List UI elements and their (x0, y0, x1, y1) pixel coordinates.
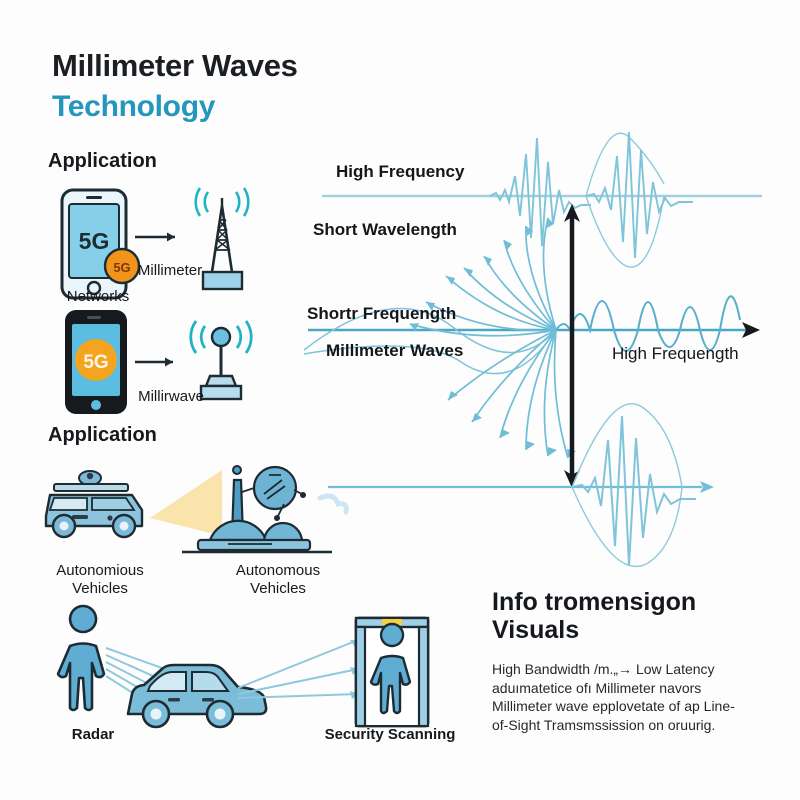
vehicles-panel (32, 458, 362, 568)
info-body-text: High Bandwidth /m.„→ Low Latency aduımat… (492, 661, 735, 733)
section-heading-application-2: Application (48, 424, 157, 446)
network-panel: 5G 5G (40, 180, 300, 430)
5g-badge-icon: 5G (103, 247, 141, 285)
bottom-envelope-lower (571, 486, 683, 568)
autonomous-car-icon (44, 470, 144, 539)
security-scanner-icon (354, 616, 430, 728)
security-scanning-label: Security Scanning (324, 726, 456, 743)
arrow-phone-to-tower-top-icon (135, 232, 175, 242)
tower-top-label: Millimeter (137, 262, 203, 279)
radar-security-panel (40, 604, 460, 735)
section-heading-application-1: Application (48, 150, 157, 172)
long-wavelength-curve-2 (303, 329, 557, 375)
radar-label: Radar (71, 726, 115, 743)
label-millimeter-waves: Millimeter Waves (326, 341, 464, 360)
radar-station-icon (182, 465, 349, 554)
svg-text:5G: 5G (79, 228, 110, 254)
autonomous-left-line1: Autonomious (56, 562, 144, 579)
sensor-beam-icon (150, 470, 222, 536)
tower-bottom-label: Millirwave (138, 388, 204, 405)
tower-lattice-icon (194, 187, 250, 291)
wave-diagram-chart (290, 110, 790, 568)
long-wavelength-curve-1 (303, 307, 557, 354)
autonomous-right-line2: Vehicles (250, 579, 306, 597)
fan-arrows-group (409, 217, 569, 459)
label-high-frequency: High Frequency (336, 162, 465, 181)
svg-text:5G: 5G (113, 260, 130, 275)
label-axis-high-frequength: High Frequength (612, 344, 739, 363)
autonomous-vehicles-left-label: Autonomious Vehicles (30, 562, 170, 597)
label-short-wavelength: Short Wavelength (313, 220, 457, 239)
arrow-phone-to-tower-bottom-icon (135, 357, 173, 367)
tower-antenna-icon (189, 320, 253, 401)
page-subtitle: Technology (52, 90, 216, 123)
autonomous-right-line1: Autonomous (235, 562, 321, 579)
vertical-axis-arrow (564, 204, 580, 488)
svg-text:5G: 5G (83, 352, 108, 373)
top-envelope-lower (585, 195, 665, 268)
person-radar-icon (56, 604, 106, 712)
autonomous-left-line2: Vehicles (72, 579, 128, 597)
label-shortr-frequength: Shortr Frequength (307, 304, 457, 323)
autonomous-vehicles-right-label: Autonomous Vehicles (208, 562, 348, 597)
page-title: Millimeter Waves (52, 48, 298, 83)
top-wave-packet-2 (585, 131, 693, 259)
bottom-envelope-upper (571, 402, 683, 488)
info-title: Info tromensigon Visuals (492, 588, 697, 644)
scanning-arrows-icon (237, 639, 359, 699)
middle-axis-arrowhead (742, 322, 760, 338)
phone-5g-bottom-icon: 5G (65, 310, 127, 414)
bottom-axis-arrowhead (700, 481, 714, 493)
bottom-wave-packet (571, 415, 696, 567)
car-icon (126, 663, 268, 729)
middle-oscillation-wave (555, 295, 742, 352)
top-wave-packet-1 (489, 137, 591, 247)
networks-label: Networks (66, 288, 130, 305)
